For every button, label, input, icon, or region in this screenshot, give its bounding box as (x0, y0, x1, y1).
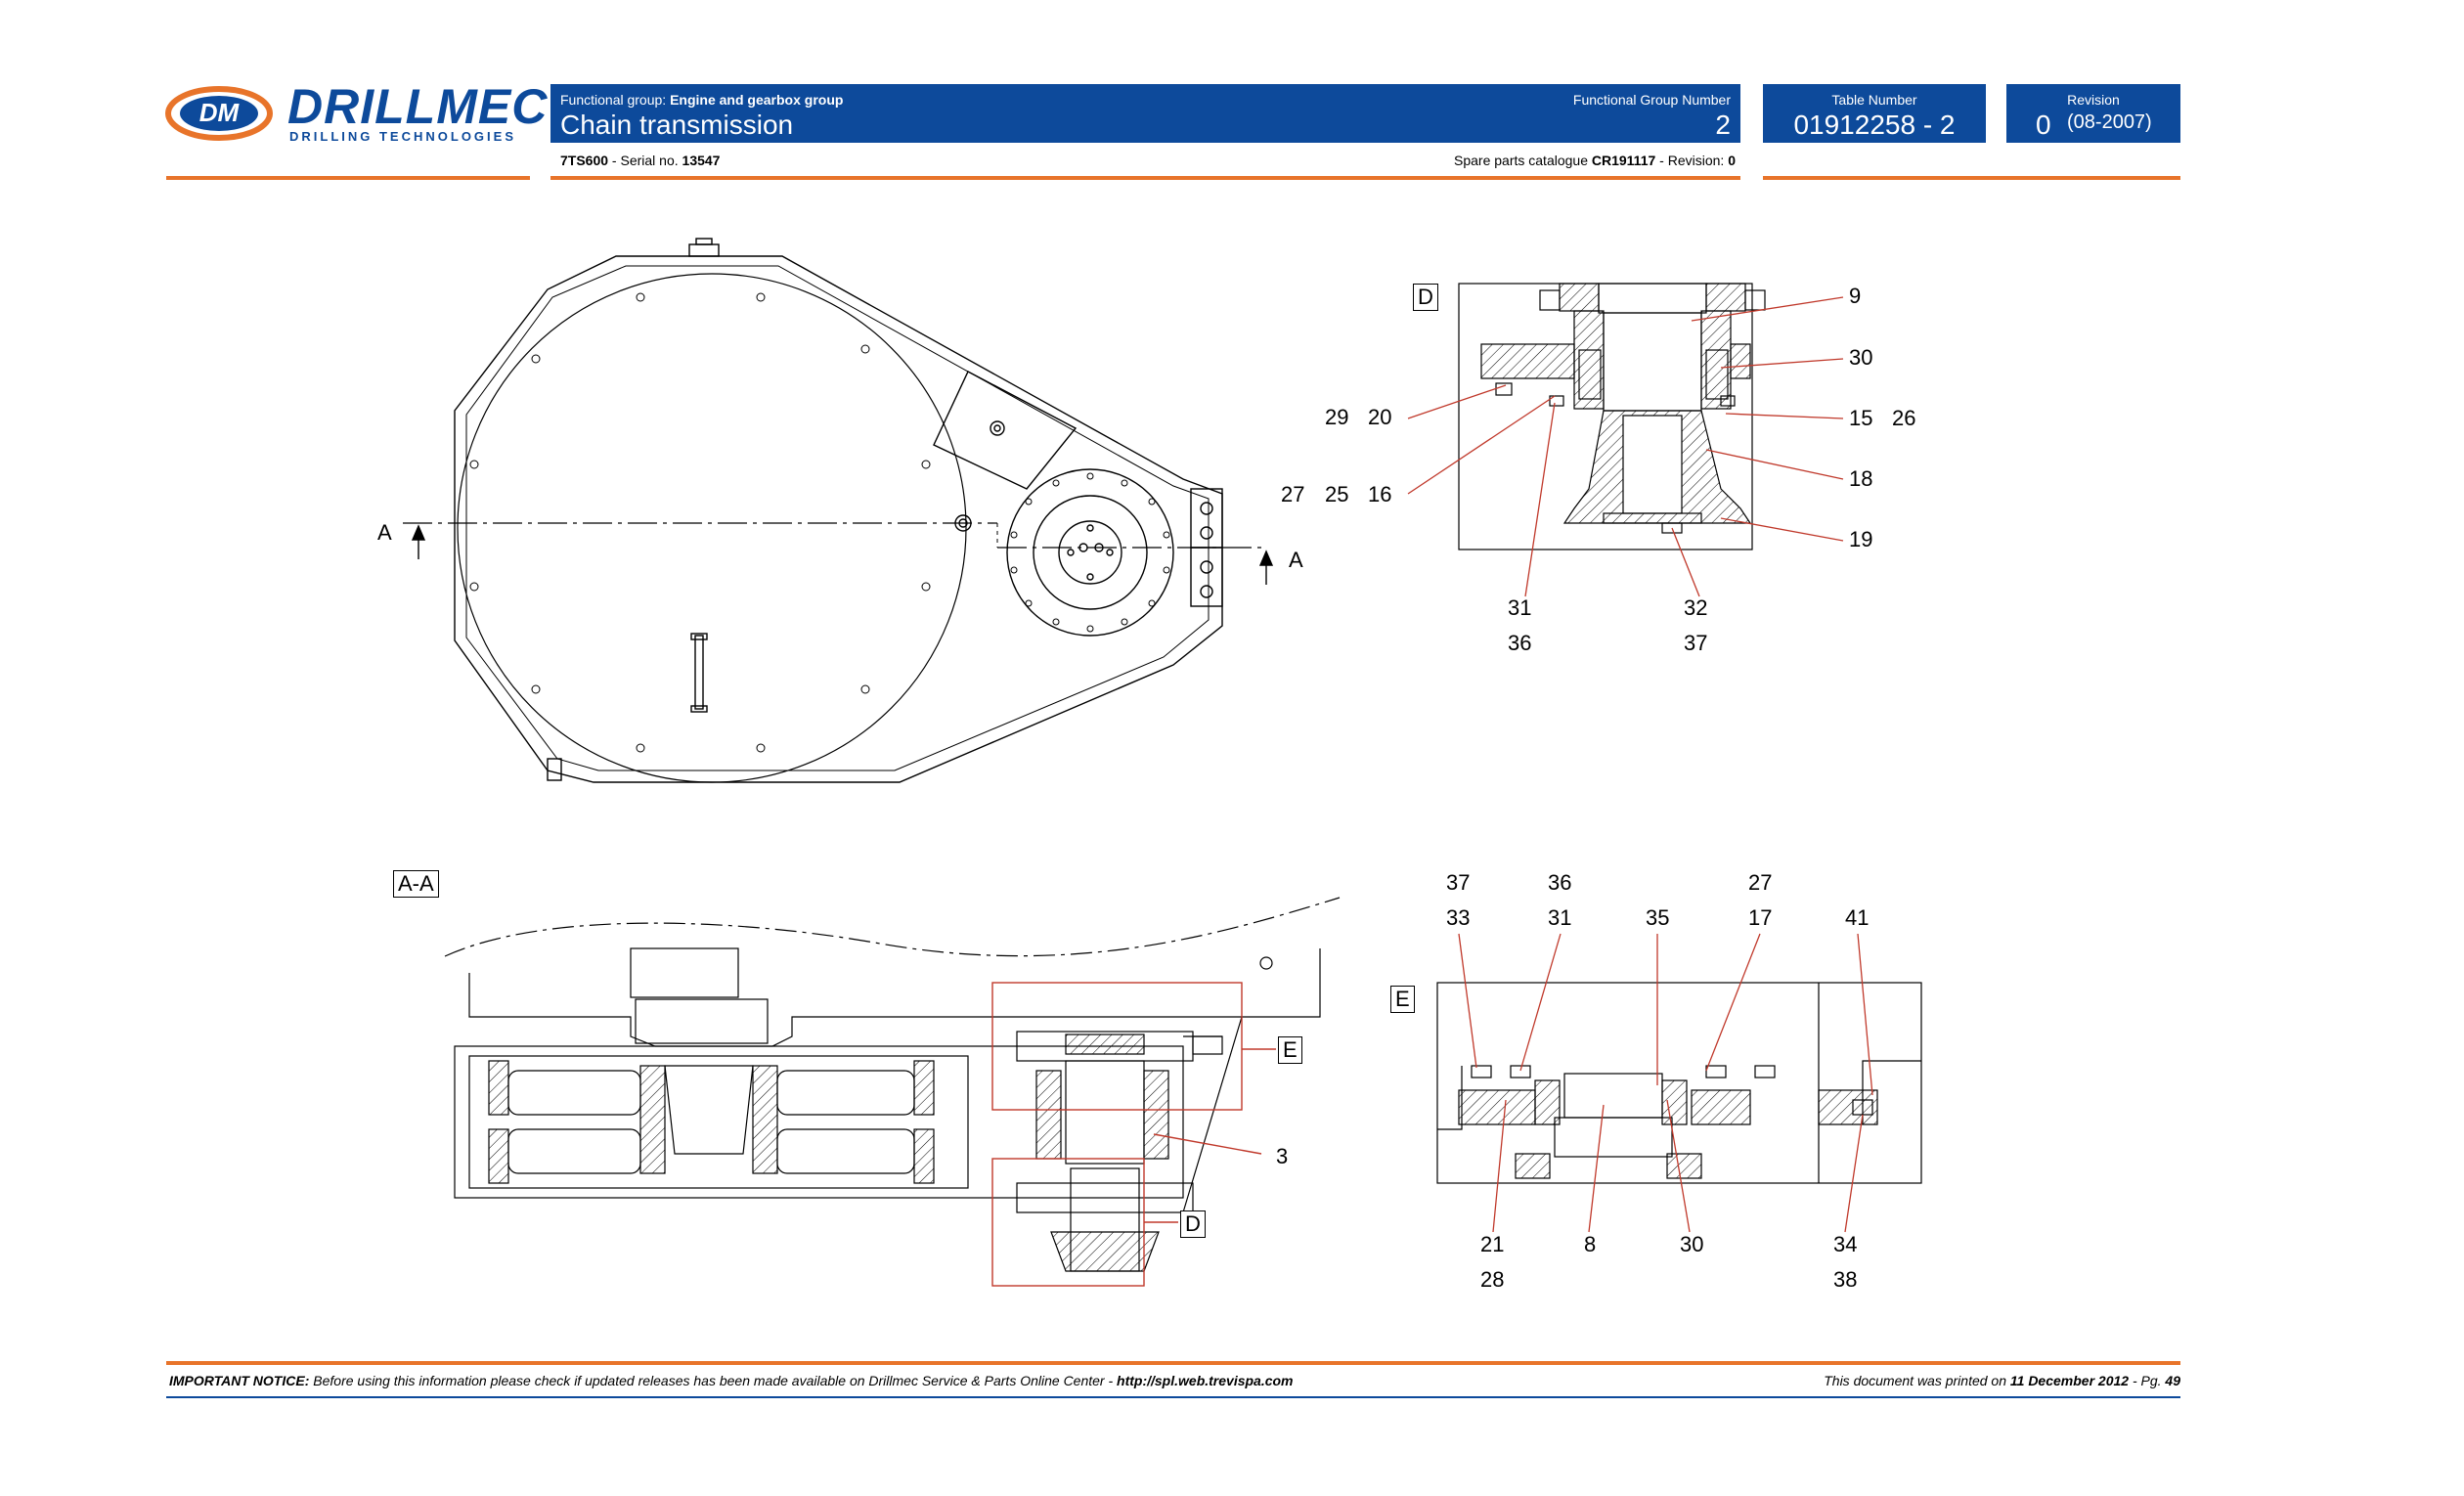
revision-box: Revision 0 (08-2007) (2006, 84, 2180, 143)
callout-d-26: 26 (1892, 406, 1916, 430)
page-title: Chain transmission (560, 110, 794, 140)
table-label: Table Number (1831, 92, 1917, 108)
callout-e-36: 36 (1548, 870, 1572, 895)
callout-e-41: 41 (1845, 905, 1870, 930)
detail-d-label: D (1413, 284, 1438, 311)
callout-d-31: 31 (1508, 595, 1532, 620)
revision-label: Revision (2067, 92, 2120, 108)
view-aa-label: A-A (393, 870, 439, 898)
callout-part-3: 3 (1276, 1144, 1289, 1168)
callout-e-35: 35 (1646, 905, 1670, 930)
callout-d-25: 25 (1325, 482, 1349, 506)
section-marker-left: A (377, 520, 392, 545)
callout-e-28: 28 (1480, 1267, 1505, 1292)
detail-e-marker: E (1278, 1036, 1302, 1064)
callout-d-32: 32 (1684, 595, 1708, 620)
logo-subtitle: DRILLING TECHNOLOGIES (289, 129, 516, 144)
callout-e-37: 37 (1446, 870, 1471, 895)
callout-d-30: 30 (1849, 345, 1873, 370)
footer-bottom-line (166, 1396, 2180, 1398)
detail-d-marker: D (1180, 1210, 1206, 1238)
table-number-box: Table Number 01912258 - 2 (1763, 84, 1986, 143)
catalogue-line: Spare parts catalogue CR191117 - Revisio… (1454, 153, 1736, 168)
callout-e-17: 17 (1748, 905, 1773, 930)
logo-mark-icon (165, 86, 273, 141)
callout-d-27: 27 (1281, 482, 1305, 506)
section-marker-right: A (1289, 548, 1303, 572)
header-underline (550, 176, 1740, 180)
footer-top-line (166, 1361, 2180, 1365)
print-info: This document was printed on 11 December… (1824, 1373, 2180, 1388)
callout-d-20: 20 (1368, 405, 1392, 429)
notice-url-link[interactable]: http://spl.web.trevispa.com (1117, 1373, 1294, 1388)
table-value: 01912258 - 2 (1793, 110, 1956, 140)
fgn-label: Functional Group Number (1572, 92, 1731, 108)
logo-name: DRILLMEC (287, 79, 549, 134)
important-notice: IMPORTANT NOTICE: Before using this info… (169, 1373, 1294, 1388)
page-number: 49 (2165, 1373, 2180, 1388)
callout-e-31: 31 (1548, 905, 1572, 930)
callout-e-8: 8 (1584, 1232, 1597, 1256)
callout-e-33: 33 (1446, 905, 1471, 930)
callout-e-38: 38 (1833, 1267, 1858, 1292)
callout-d-18: 18 (1849, 466, 1873, 491)
callout-e-30: 30 (1680, 1232, 1704, 1256)
detail-e-label: E (1390, 986, 1415, 1013)
callout-d-19: 19 (1849, 527, 1873, 551)
callout-d-29: 29 (1325, 405, 1349, 429)
title-bar: Functional group: Engine and gearbox gro… (550, 84, 1740, 143)
header-underline-right (1763, 176, 2180, 180)
revision-date: (08-2007) (2067, 111, 2152, 133)
callout-d-15: 15 (1849, 406, 1873, 430)
fgn-value: 2 (1715, 110, 1731, 140)
callout-d-36: 36 (1508, 631, 1532, 655)
callout-d-16: 16 (1368, 482, 1392, 506)
logo-mark-text: DM (198, 98, 240, 127)
callout-e-21: 21 (1480, 1232, 1505, 1256)
serial-line: 7TS600 - Serial no. 13547 (560, 153, 721, 168)
callout-d-9: 9 (1849, 284, 1862, 308)
callout-e-27: 27 (1748, 870, 1773, 895)
callout-e-34: 34 (1833, 1232, 1858, 1256)
functional-group-line: Functional group: Engine and gearbox gro… (560, 92, 844, 108)
revision-value: 0 (2036, 110, 2051, 140)
callout-d-37: 37 (1684, 631, 1708, 655)
logo-underline (166, 176, 530, 180)
